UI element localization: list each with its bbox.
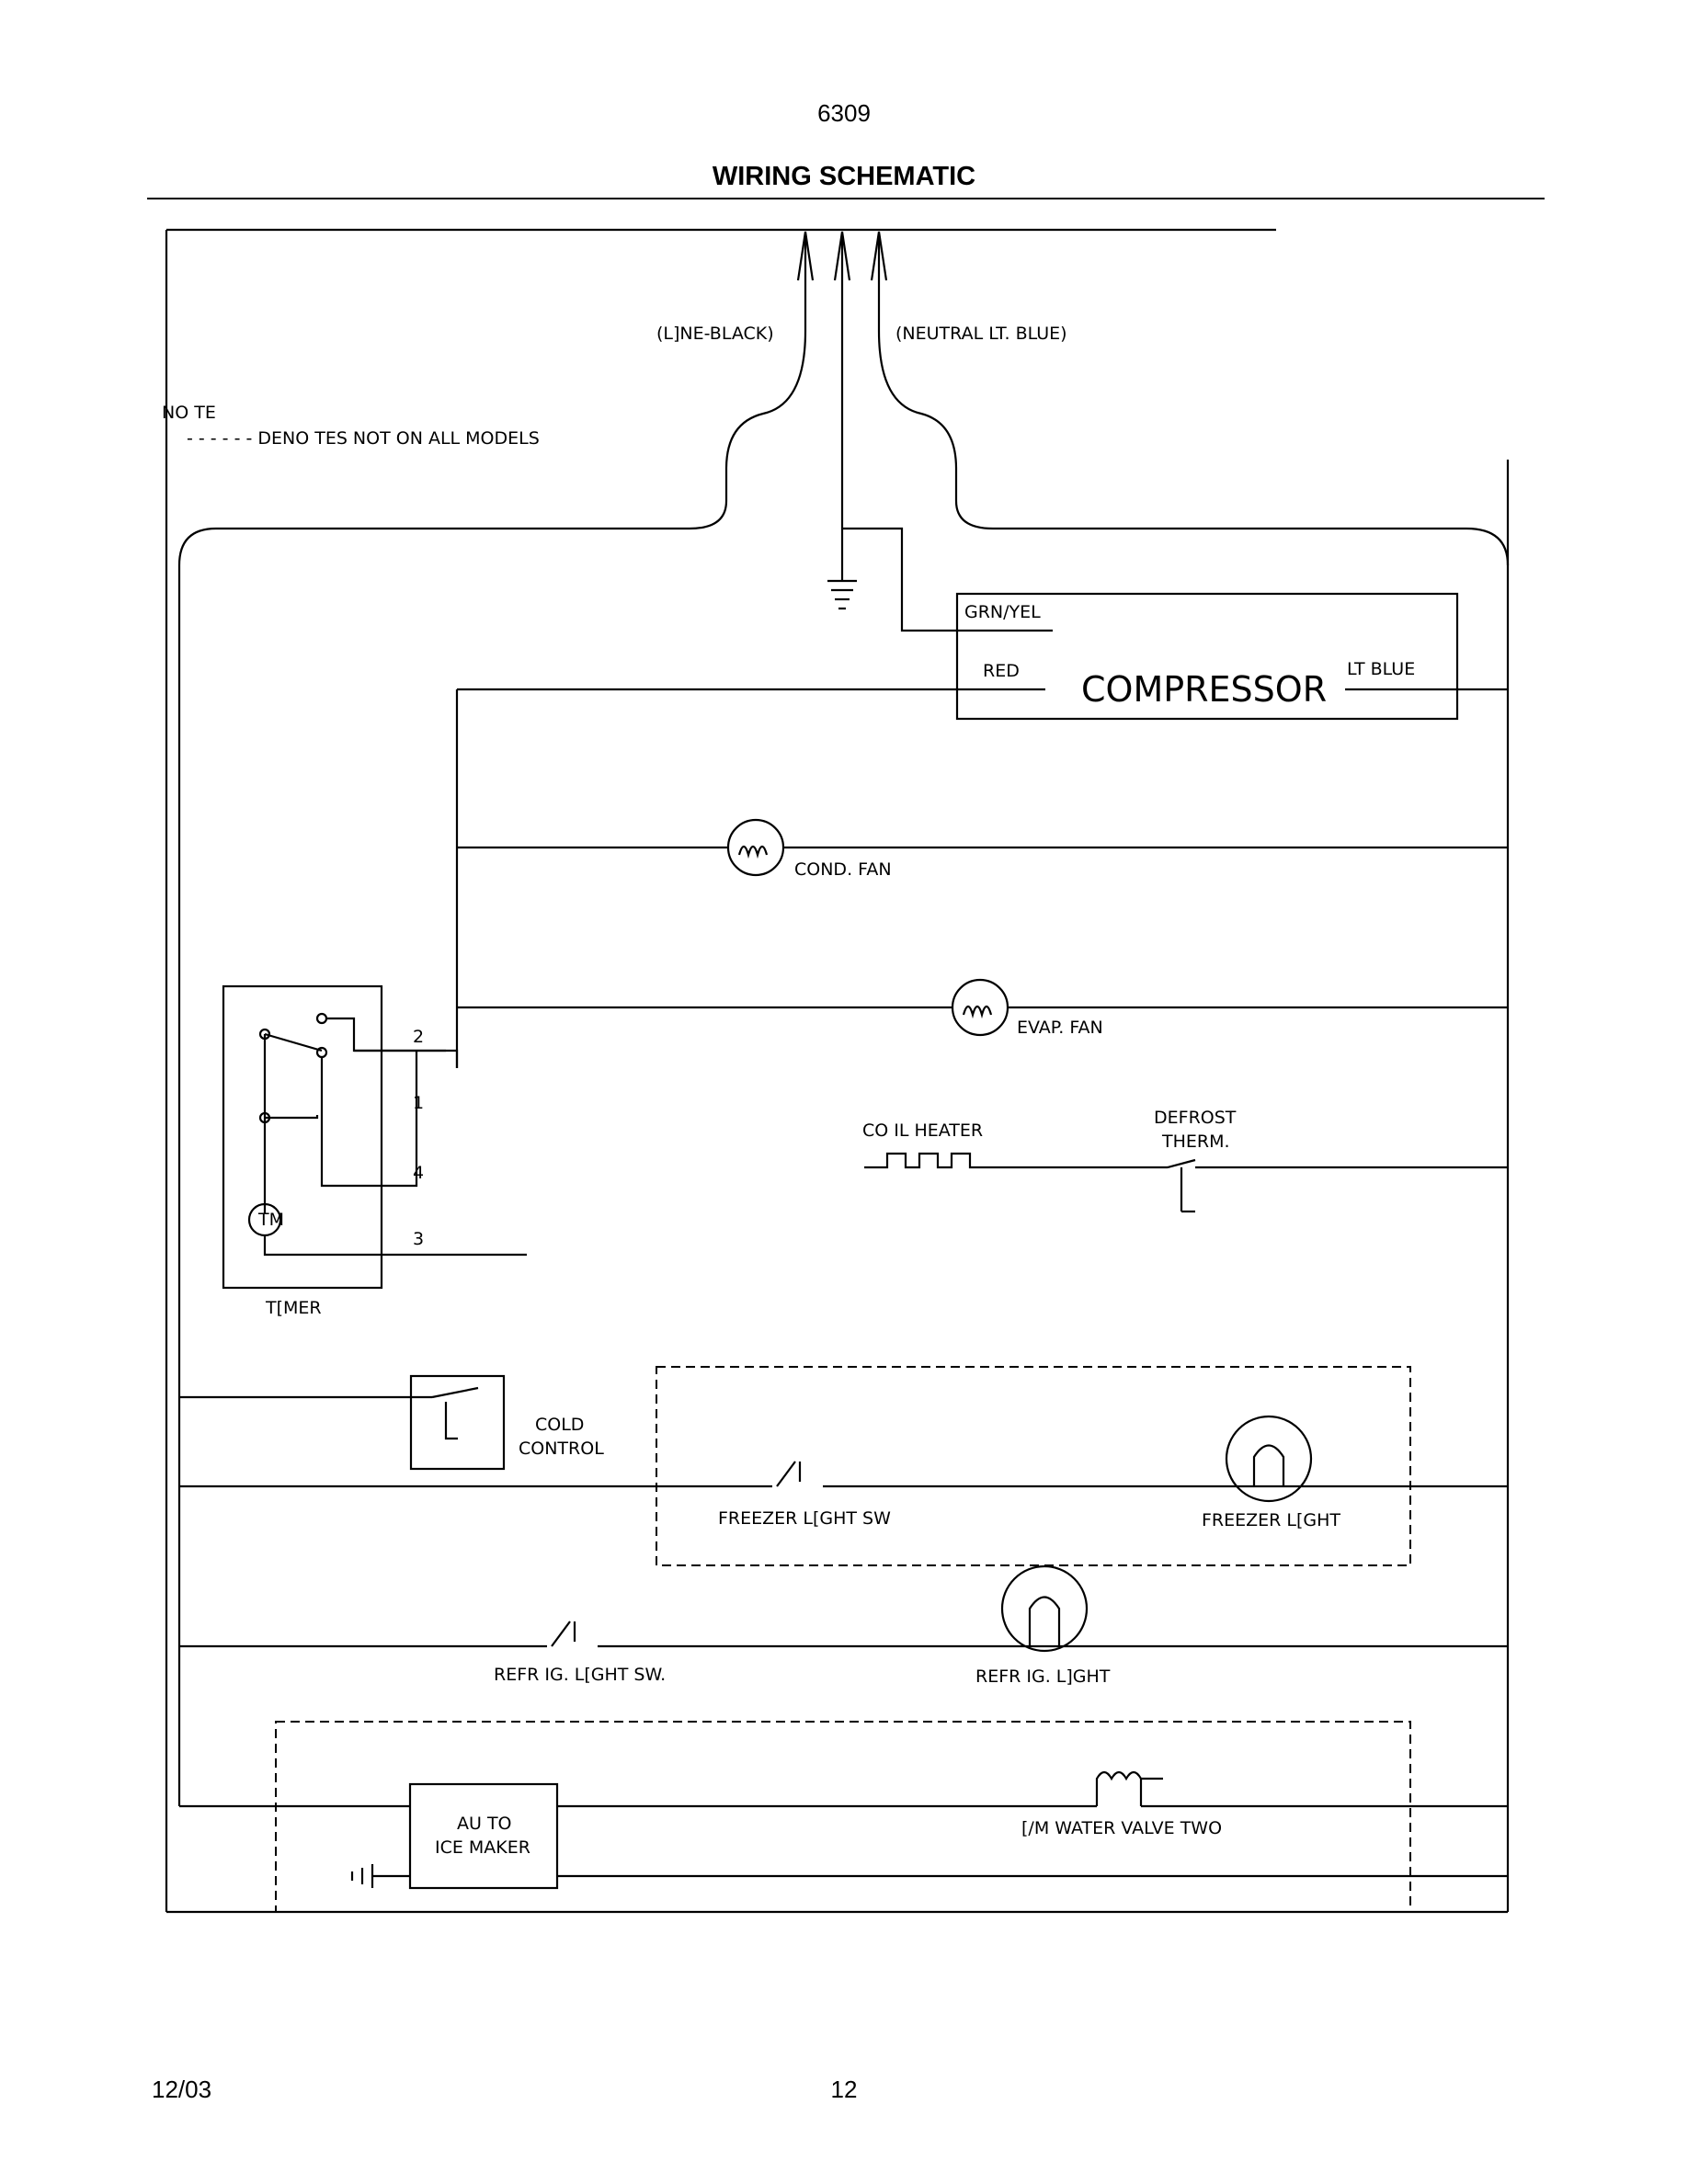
evap-fan xyxy=(457,978,1508,1037)
timer-label: T[MER xyxy=(265,1298,322,1318)
refrig-light-sw-label: REFR IG. L[GHT SW. xyxy=(494,1665,666,1685)
evap-fan-label: EVAP. FAN xyxy=(1017,1018,1103,1038)
water-valve-label: [/M WATER VALVE TWO xyxy=(1021,1818,1222,1838)
red-label: RED xyxy=(983,661,1020,681)
terminal-2-label: 2 xyxy=(413,1027,424,1047)
therm-label: THERM. xyxy=(1161,1132,1230,1152)
title-rule xyxy=(147,198,1545,199)
defrost-label: DEFROST xyxy=(1154,1108,1237,1128)
footer-page-number: 12 xyxy=(830,2076,858,2103)
power-cord xyxy=(177,231,1510,1806)
ice-maker-label: ICE MAKER xyxy=(435,1837,530,1858)
grn-yel-label: GRN/YEL xyxy=(964,602,1041,622)
freezer-light-circuit xyxy=(179,1366,1508,1566)
refrig-light-circuit xyxy=(179,1564,1508,1653)
cold-control xyxy=(179,1374,506,1471)
note-label: NO TE xyxy=(162,403,216,423)
ice-maker-circuit xyxy=(179,1721,1508,1913)
lt-blue-label: LT BLUE xyxy=(1347,659,1415,679)
page-number: 6309 xyxy=(817,99,871,127)
refrig-light-label: REFR IG. L]GHT xyxy=(975,1666,1111,1687)
footer-date: 12/03 xyxy=(152,2076,212,2103)
cond-fan xyxy=(457,818,1508,877)
neutral-label: (NEUTRAL LT. BLUE) xyxy=(895,324,1067,344)
freezer-light-sw-label: FREEZER L[GHT SW xyxy=(718,1508,891,1529)
compressor-label: COMPRESSOR xyxy=(1081,669,1327,710)
auto-label: AU TO xyxy=(457,1814,512,1834)
terminal-3-label: 3 xyxy=(413,1229,424,1249)
compressor xyxy=(455,592,1508,1068)
terminal-4-label: 4 xyxy=(413,1163,424,1183)
coil-heater-label: CO IL HEATER xyxy=(862,1120,983,1141)
terminal-1-label: 1 xyxy=(413,1093,424,1113)
note-text: - - - - - - DENO TES NOT ON ALL MODELS xyxy=(187,428,540,449)
page-title: WIRING SCHEMATIC xyxy=(712,162,976,191)
line-label: (L]NE-BLACK) xyxy=(656,324,774,344)
outer-frame xyxy=(165,228,1510,1914)
control-label: CONTROL xyxy=(519,1439,604,1459)
timer xyxy=(222,984,527,1290)
cond-fan-label: COND. FAN xyxy=(794,859,892,880)
coil-heater xyxy=(864,1152,1508,1213)
freezer-light-label: FREEZER L[GHT xyxy=(1202,1510,1340,1530)
timer-motor-label: TM xyxy=(257,1210,284,1230)
cold-label: COLD xyxy=(535,1415,584,1435)
